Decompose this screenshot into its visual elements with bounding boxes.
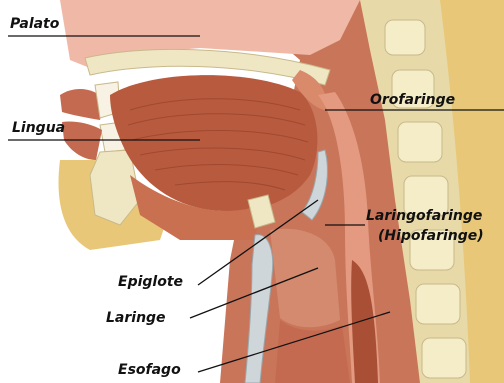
label-orofaringe: Orofaringe [370, 92, 455, 108]
label-palato: Palato [10, 16, 59, 32]
label-hipofaringe: (Hipofaringe) [378, 228, 484, 244]
label-laringe: Laringe [106, 310, 166, 326]
label-epiglote: Epiglote [118, 274, 183, 290]
label-esofago: Esofago [118, 362, 181, 378]
label-laringofaringe: Laringofaringe [366, 208, 482, 224]
label-lingua: Lingua [12, 120, 65, 136]
